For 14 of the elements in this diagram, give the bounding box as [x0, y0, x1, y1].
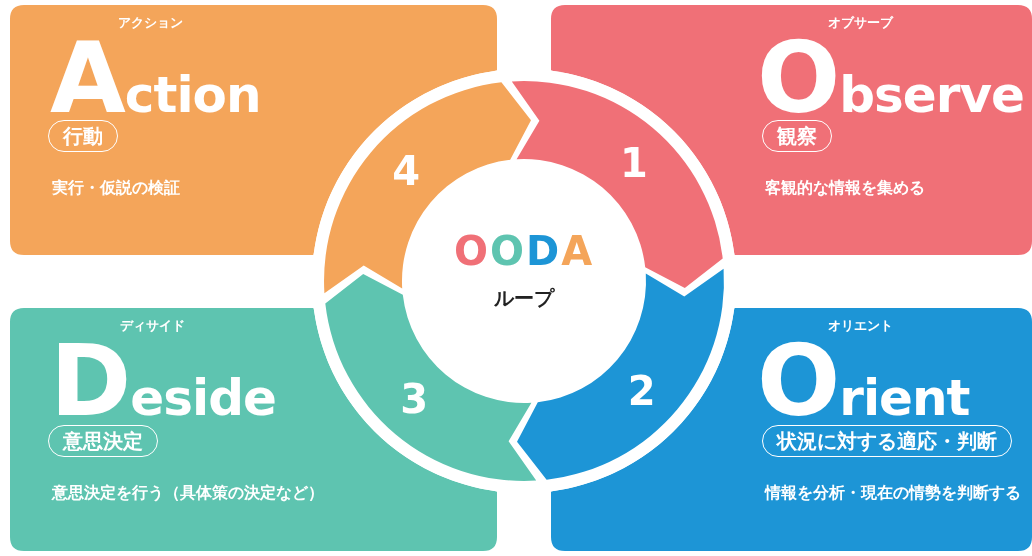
- furigana-text: ディサイド: [120, 319, 185, 332]
- description-text: 意思決定を行う（具体策の決定など）: [52, 482, 324, 504]
- furigana-text: アクション: [118, 16, 183, 29]
- description-text: 客観的な情報を集める: [765, 177, 925, 199]
- furigana-text: オブサーブ: [828, 16, 893, 29]
- furigana-text: オリエント: [828, 319, 893, 332]
- description-text: 情報を分析・現在の情勢を判断する: [765, 482, 1021, 504]
- step-number: 1: [619, 143, 648, 184]
- step-number: 2: [627, 370, 656, 411]
- subtitle-text: ループ: [494, 288, 554, 308]
- title-text: OODA: [453, 231, 595, 271]
- step-number: 3: [400, 378, 429, 419]
- description-text: 実行・仮説の検証: [52, 177, 180, 199]
- step-number: 4: [392, 151, 421, 192]
